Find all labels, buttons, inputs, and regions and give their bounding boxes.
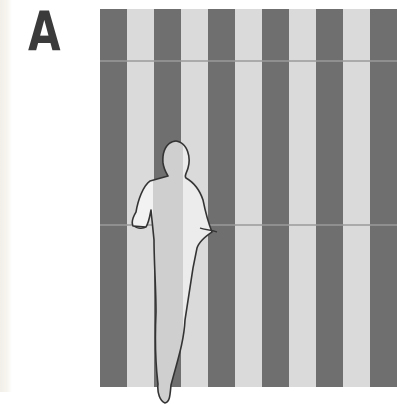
dark-stripe — [262, 9, 290, 387]
joint-group — [100, 60, 397, 226]
figure-hand-detail — [199, 227, 218, 233]
dark-stripe — [316, 9, 344, 387]
figure-outline — [131, 140, 213, 404]
light-stripe — [235, 9, 263, 387]
dark-stripe — [370, 9, 397, 387]
dark-stripe — [208, 9, 236, 387]
light-stripe — [343, 9, 371, 387]
photo-edge-strip — [0, 0, 12, 392]
dark-stripe — [100, 9, 128, 387]
light-stripe — [289, 9, 317, 387]
figure-left-hand-detail — [133, 225, 147, 229]
panel-label: A — [28, 0, 61, 63]
figure-fill-mid — [153, 141, 183, 403]
